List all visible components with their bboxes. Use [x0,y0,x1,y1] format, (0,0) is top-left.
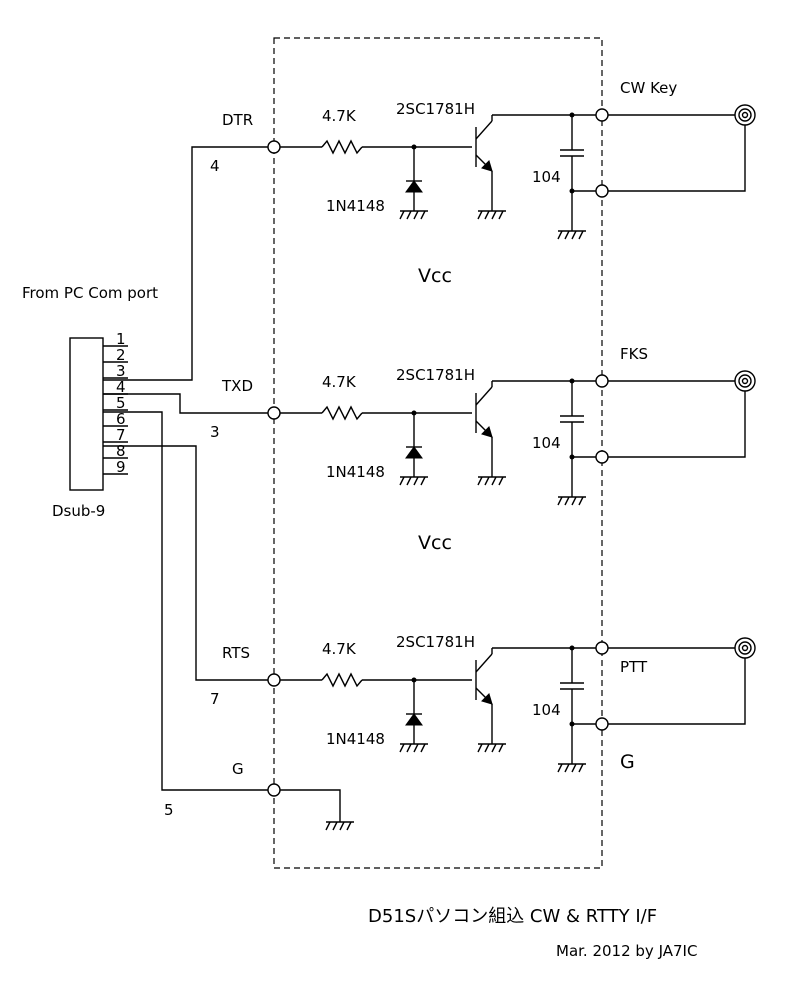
input-terminal [267,406,281,420]
ground-symbol [557,763,586,773]
signal-label: DTR [222,111,253,129]
output-jack [734,637,756,659]
vcc-label-2: Vcc [418,532,452,554]
resistor-value: 4.7K [322,107,357,125]
pin-label: 4 [116,378,126,396]
transistor-label: 2SC1781H [396,366,475,384]
pin-number-label: 4 [210,157,220,175]
signal-label: TXD [221,377,253,395]
ground-symbol [557,496,586,506]
input-wiring [103,146,268,791]
pin-label: 7 [116,426,126,444]
output-ground-label: G [620,751,635,773]
capacitor [560,115,584,231]
pin-number-label: 3 [210,423,220,441]
ground-symbol [399,476,428,486]
resistor-value: 4.7K [322,640,357,658]
output-terminal-signal [595,374,609,388]
stage-txd: TXD 3 4.7K 1N4148 2SC1781H 104 FKS [210,345,756,506]
output-jack [734,104,756,126]
npn-transistor [475,381,493,477]
capacitor-value: 104 [532,168,561,186]
ground-symbol [477,210,506,220]
output-terminal-ground [595,450,609,464]
capacitor-value: 104 [532,701,561,719]
wire-pin3-txd [103,393,268,414]
interface-board-outline [273,37,603,869]
connector-name: Dsub-9 [52,502,105,520]
ground-symbol [399,743,428,753]
input-terminal [267,140,281,154]
transistor-label: 2SC1781H [396,633,475,651]
ground-signal-label: G [232,760,244,778]
stage-dtr: DTR 4 4.7K 1N4148 2SC1781H 104 CW Key [210,79,756,240]
transistor-label: 2SC1781H [396,100,475,118]
pin-label: 3 [116,362,126,380]
diode [405,446,423,459]
resistor [321,405,363,421]
pin-label: 6 [116,410,126,428]
resistor [321,139,363,155]
stage-rts: RTS 7 4.7K 1N4148 2SC1781H 104 PTT [210,633,756,773]
output-terminal-ground [595,717,609,731]
diode-label: 1N4148 [326,197,385,215]
output-label: FKS [620,345,648,363]
signal-label: RTS [222,644,250,662]
wire-pin5-gnd [103,411,268,791]
output-label: CW Key [620,79,677,97]
ground-terminal [267,783,281,797]
output-label: PTT [620,658,648,676]
capacitor-value: 104 [532,434,561,452]
input-terminal [267,673,281,687]
output-terminal-signal [595,108,609,122]
ground-symbol [477,743,506,753]
ground-symbol [325,821,354,831]
vcc-label-1: Vcc [418,265,452,287]
capacitor [560,381,584,497]
pin-label: 5 [116,394,126,412]
pin-label: 9 [116,458,126,476]
wire-pin7-rts [103,445,268,681]
wire-pin4-dtr [103,146,268,381]
resistor-value: 4.7K [322,373,357,391]
connector-body [69,337,104,491]
diode-label: 1N4148 [326,463,385,481]
diode [405,180,423,193]
pin-label: 8 [116,442,126,460]
output-terminal-ground [595,184,609,198]
diode-label: 1N4148 [326,730,385,748]
diode [405,713,423,726]
ground-symbol [557,230,586,240]
ground-wire [280,789,341,822]
source-label: From PC Com port [22,284,158,302]
pin-label: 1 [116,330,126,348]
pin-number-label: 7 [210,690,220,708]
npn-transistor [475,115,493,211]
output-jack [734,370,756,392]
ground-symbol [399,210,428,220]
ground-symbol [477,476,506,486]
capacitor [560,648,584,764]
diagram-title: D51Sパソコン組込 CW & RTTY I/F [368,906,657,927]
ground-input: G 5 [164,760,354,831]
resistor [321,672,363,688]
npn-transistor [475,648,493,744]
pin-label: 2 [116,346,126,364]
output-terminal-signal [595,641,609,655]
diagram-subtitle: Mar. 2012 by JA7IC [556,942,697,960]
ground-pin-label: 5 [164,801,174,819]
